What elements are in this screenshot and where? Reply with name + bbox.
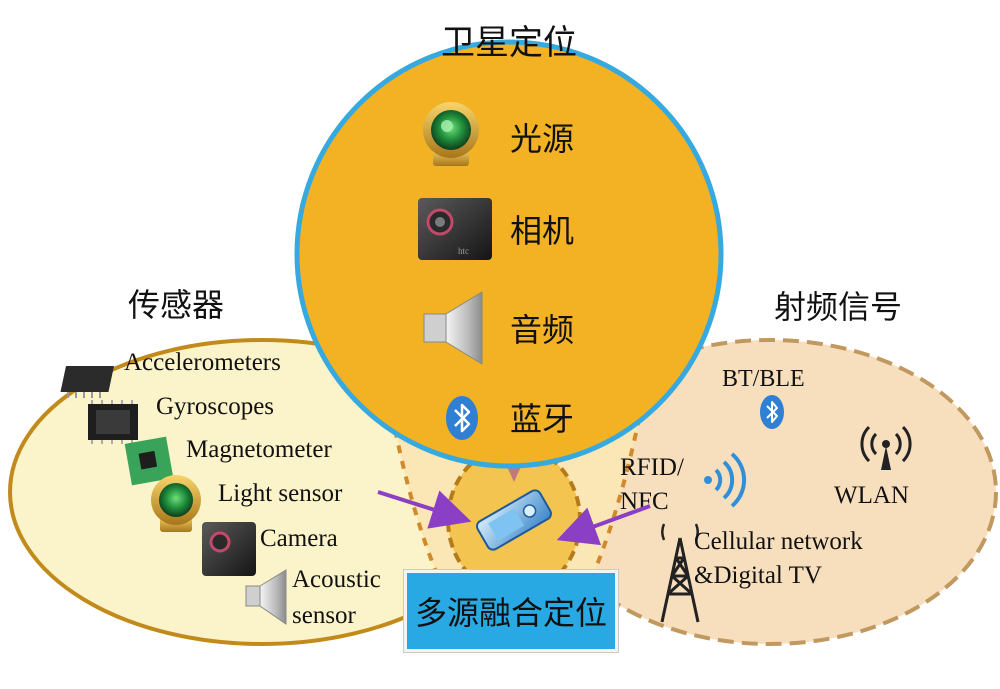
radio-bluetooth-icon bbox=[760, 395, 784, 429]
radio-region bbox=[542, 338, 998, 646]
sensor-magnetometer: Magnetometer bbox=[186, 436, 332, 463]
satellite-item-bluetooth: 蓝牙 bbox=[510, 400, 574, 438]
sensor-to-fusion-arrow bbox=[377, 490, 472, 529]
sensor-camera: Camera bbox=[260, 525, 338, 552]
chip-icon bbox=[60, 366, 114, 398]
nfc-wave-icon bbox=[704, 452, 747, 508]
radio-digital-tv: &Digital TV bbox=[694, 562, 822, 589]
satellite-item-camera: 相机 bbox=[510, 212, 574, 250]
sensor-acoustic: Acoustic bbox=[292, 566, 381, 593]
sensor-light: Light sensor bbox=[218, 480, 343, 507]
bluetooth-icon bbox=[446, 396, 478, 440]
light-sensor-icon bbox=[151, 475, 201, 532]
radio-rfid: RFID/ bbox=[620, 454, 684, 481]
sensor-title: 传感器 bbox=[128, 286, 224, 324]
speaker-icon bbox=[423, 291, 483, 365]
satellite-item-light: 光源 bbox=[510, 120, 574, 158]
satellite-item-audio: 音频 bbox=[510, 311, 574, 349]
radio-title: 射频信号 bbox=[774, 288, 902, 326]
sensor-camera-icon bbox=[202, 522, 256, 576]
fusion-label-box: 多源融合定位 bbox=[404, 570, 618, 652]
satellite-title: 卫星定位 bbox=[441, 23, 577, 63]
smartphone-icon bbox=[476, 489, 552, 551]
sensor-gyroscopes: Gyroscopes bbox=[156, 393, 274, 420]
radio-bt: BT/BLE bbox=[722, 366, 805, 392]
camera-icon: htc bbox=[418, 198, 492, 260]
satellite-circle bbox=[294, 39, 724, 469]
radio-to-fusion-arrow bbox=[556, 504, 651, 546]
gyro-chip-icon bbox=[88, 400, 138, 444]
wifi-antenna-icon bbox=[860, 425, 912, 470]
sensor-accelerometers: Accelerometers bbox=[124, 349, 281, 376]
cell-tower-icon bbox=[660, 523, 700, 623]
sensor-speaker-icon bbox=[245, 569, 287, 625]
radio-wlan: WLAN bbox=[834, 482, 909, 509]
radio-nfc: NFC bbox=[620, 488, 669, 515]
sensor-acoustic-2: sensor bbox=[292, 602, 357, 629]
light-source-icon bbox=[423, 102, 479, 166]
radio-cellular: Cellular network bbox=[694, 528, 863, 555]
svg-text:htc: htc bbox=[458, 246, 469, 256]
pcb-icon bbox=[124, 436, 174, 486]
